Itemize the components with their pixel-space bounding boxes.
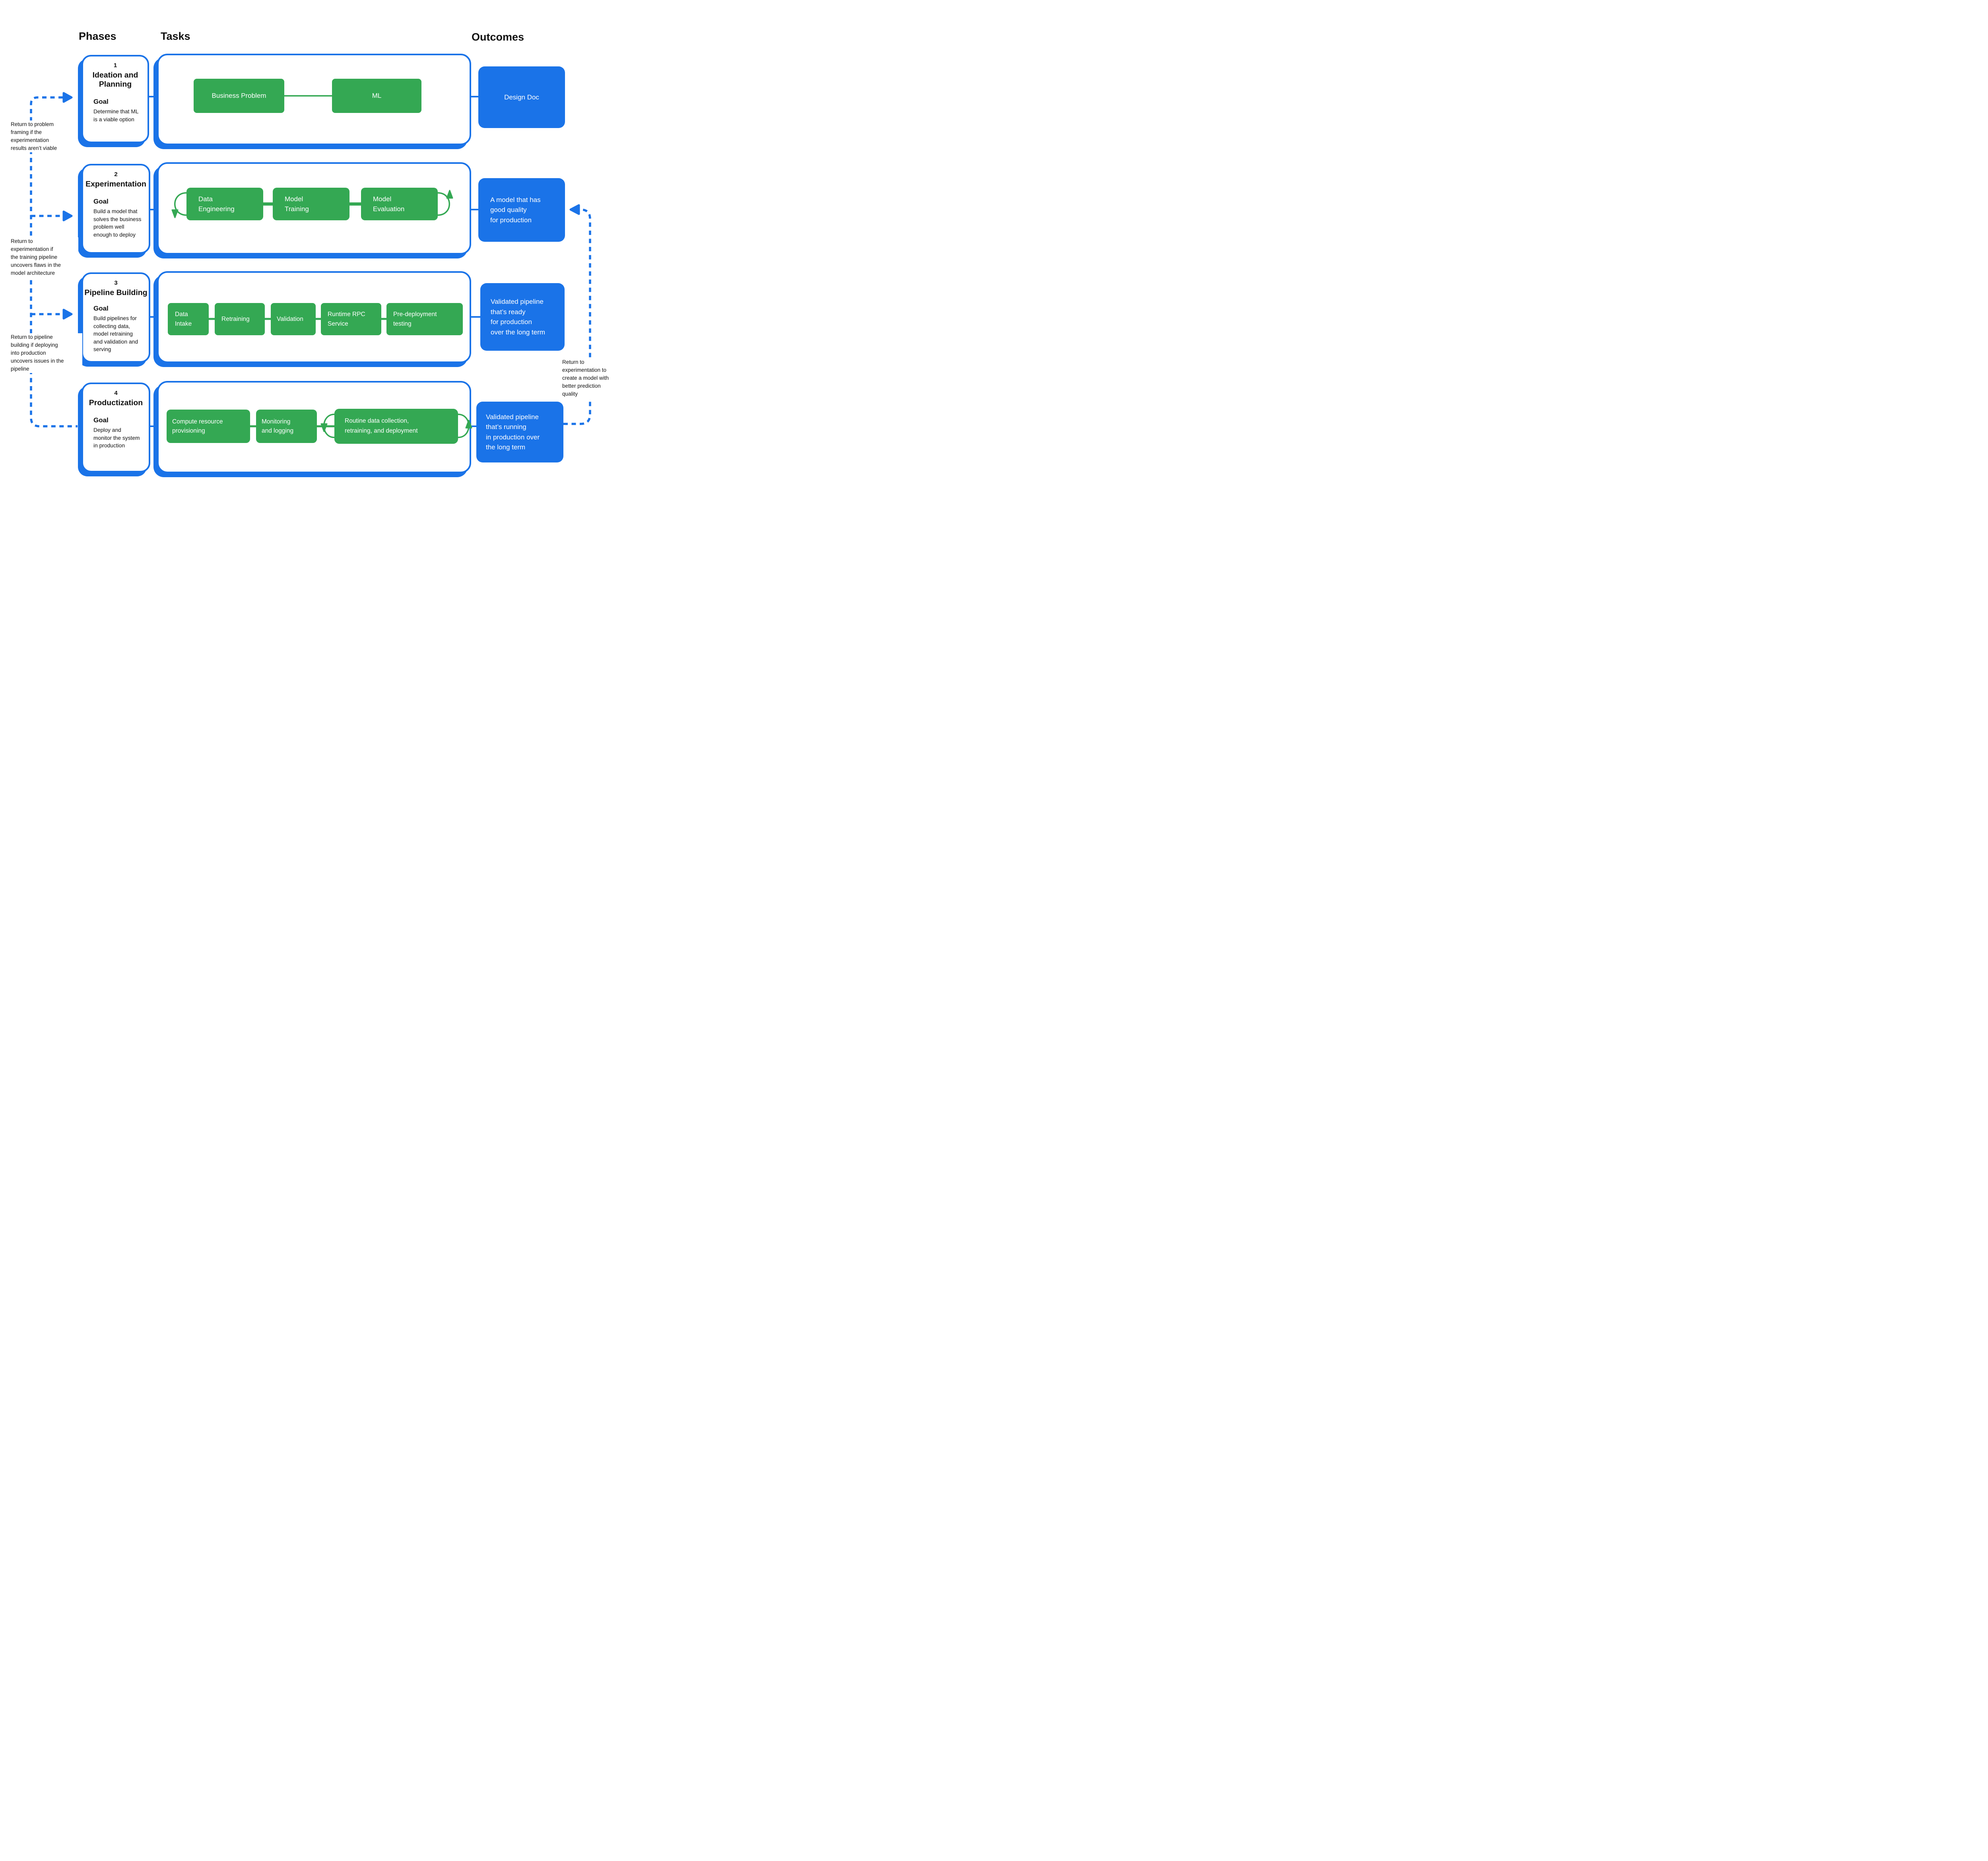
annotation-return-to-pipeline-building: Return to pipeline building if deploying…: [11, 333, 82, 373]
task-label: Retraining: [221, 315, 250, 322]
outcome-box-validated-pipeline-running: Validated pipeline that’s running in pro…: [476, 402, 563, 462]
outcome-box-validated-pipeline-ready: Validated pipeline that’s ready for prod…: [480, 283, 565, 351]
annotation-return-to-experimentation: Return to experimentation if the trainin…: [11, 237, 78, 277]
phase-card-productization: 4 Productization Goal Deploy and monitor…: [82, 383, 150, 472]
task-box-model-evaluation: Model Evaluation: [361, 188, 438, 220]
goal-label: Goal: [93, 198, 109, 205]
goal-text: Build pipelines for collecting data, mod…: [93, 315, 138, 353]
task-box-business-problem: Business Problem: [194, 79, 284, 113]
phase-title: Productization: [89, 398, 143, 407]
phase-goal: Goal Determine that ML is a viable optio…: [93, 98, 144, 123]
phase-goal: Goal Deploy and monitor the system in pr…: [93, 416, 145, 450]
task-box-compute-resource-provisioning: Compute resource provisioning: [167, 410, 250, 443]
phase-card-pipeline-building: 3 Pipeline Building Goal Build pipelines…: [82, 272, 150, 363]
outcome-box-good-quality-model: A model that has good quality for produc…: [478, 178, 565, 242]
arrowhead-right-icon: [62, 92, 73, 103]
task-box-ml: ML: [332, 79, 421, 113]
task-label: Model Evaluation: [373, 195, 405, 213]
goal-text: Determine that ML is a viable option: [93, 109, 139, 122]
phase-title: Pipeline Building: [84, 288, 148, 297]
phase-number: 4: [114, 390, 118, 396]
phase-card-ideation: 1 Ideation and Planning Goal Determine t…: [82, 55, 149, 143]
outcome-text: Validated pipeline that’s ready for prod…: [491, 298, 546, 336]
task-label: Monitoring and logging: [262, 418, 294, 434]
task-box-retraining: Retraining: [215, 303, 265, 335]
tasks-column-header: Tasks: [161, 30, 190, 42]
goal-label: Goal: [93, 98, 109, 105]
phase-card-experimentation: 2 Experimentation Goal Build a model tha…: [82, 164, 150, 254]
phase-goal: Goal Build a model that solves the busin…: [93, 198, 145, 239]
task-box-monitoring-and-logging: Monitoring and logging: [256, 410, 317, 443]
task-box-data-engineering: Data Engineering: [186, 188, 263, 220]
phase-number: 2: [114, 171, 118, 178]
task-box-routine-data-collection: Routine data collection, retraining, and…: [334, 409, 458, 444]
outcomes-column-header: Outcomes: [472, 31, 524, 43]
annotation-return-to-problem-framing: Return to problem framing if the experim…: [11, 120, 71, 152]
task-label: Routine data collection, retraining, and…: [345, 418, 418, 434]
task-label: Validation: [277, 315, 303, 322]
task-label: Runtime RPC Service: [328, 311, 365, 327]
task-box-validation: Validation: [271, 303, 316, 335]
outcome-box-design-doc: Design Doc: [478, 66, 565, 128]
phase-title: Ideation and Planning: [92, 71, 138, 89]
phase-number: 1: [113, 62, 117, 69]
task-box-model-training: Model Training: [273, 188, 349, 220]
task-label: Pre-deployment testing: [393, 311, 437, 327]
task-box-pre-deployment-testing: Pre-deployment testing: [386, 303, 463, 335]
task-box-runtime-rpc-service: Runtime RPC Service: [321, 303, 381, 335]
phases-column-header: Phases: [79, 30, 116, 42]
task-box-data-intake: Data Intake: [168, 303, 209, 335]
outcome-text: Design Doc: [504, 93, 539, 101]
task-label: Data Intake: [175, 311, 192, 327]
goal-label: Goal: [93, 305, 109, 312]
annotation-return-to-experimentation-better-model: Return to experimentation to create a mo…: [562, 358, 623, 398]
task-label: Data Engineering: [198, 195, 235, 213]
arrowhead-right-icon: [62, 210, 73, 221]
task-label: Model Training: [285, 195, 309, 213]
task-label: Business Problem: [212, 92, 266, 99]
phase-goal: Goal Build pipelines for collecting data…: [93, 305, 145, 354]
task-label: ML: [372, 92, 382, 99]
phase-number: 3: [114, 280, 118, 286]
mlops-phases-diagram: Phases Tasks Outcomes 1 Ideation and Pla…: [0, 0, 623, 514]
outcome-text: Validated pipeline that’s running in pro…: [486, 413, 540, 451]
goal-label: Goal: [93, 416, 109, 424]
goal-text: Build a model that solves the business p…: [93, 208, 142, 238]
phase-title: Experimentation: [85, 180, 146, 188]
arrowhead-right-icon: [62, 309, 73, 320]
goal-text: Deploy and monitor the system in product…: [93, 427, 140, 449]
outcome-text: A model that has good quality for produc…: [490, 196, 541, 224]
task-label: Compute resource provisioning: [172, 418, 223, 434]
arrowhead-left-icon: [569, 204, 580, 215]
